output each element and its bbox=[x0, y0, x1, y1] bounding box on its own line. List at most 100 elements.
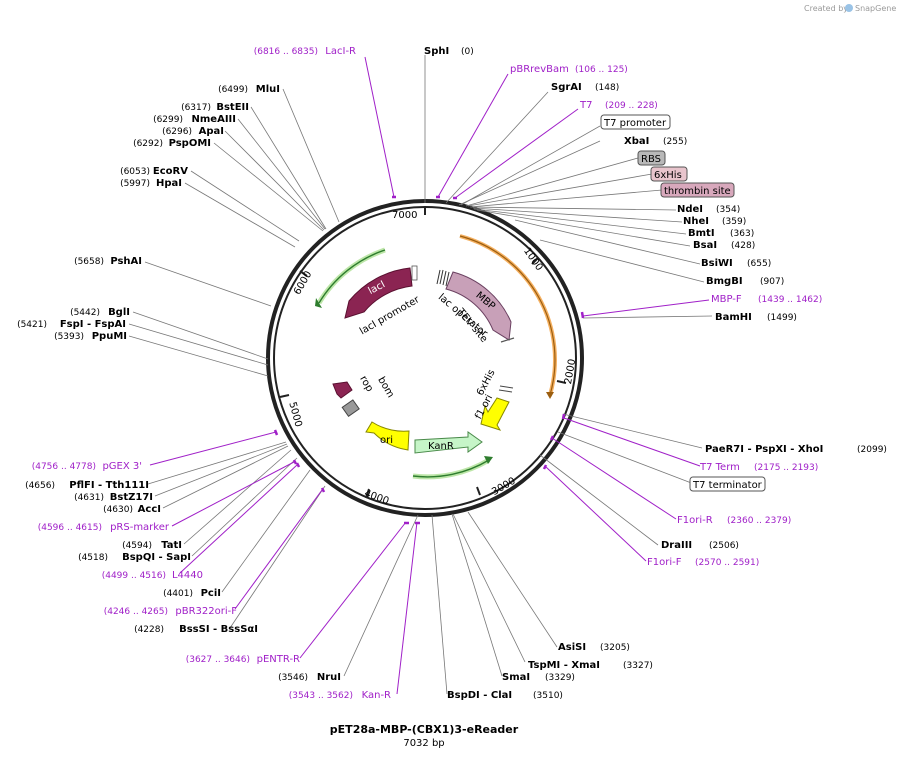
primer-T7-Term[interactable]: T7 Term bbox=[699, 462, 740, 473]
primer-pBRrevBam-range: (106 .. 125) bbox=[575, 65, 628, 75]
box-thrombin-site[interactable] bbox=[660, 182, 735, 198]
site-SphI-pos: (0) bbox=[461, 47, 474, 57]
site-BmtI[interactable]: BmtI bbox=[688, 228, 715, 239]
tick-7000: 7000 bbox=[392, 210, 417, 221]
site-MluI[interactable]: MluI bbox=[256, 84, 280, 95]
feature-ori-label: ori bbox=[380, 435, 393, 446]
site-HpaI-pos: (5997) bbox=[120, 179, 150, 189]
site-SgrAI-pos: (148) bbox=[595, 83, 619, 93]
site-SmaI[interactable]: SmaI bbox=[502, 672, 530, 683]
primer-F1ori-R-range: (2360 .. 2379) bbox=[727, 516, 791, 526]
primer-T7[interactable]: T7 bbox=[579, 100, 592, 111]
site-XhoI-pos: (2099) bbox=[857, 445, 887, 455]
site-XbaI[interactable]: XbaI bbox=[624, 136, 649, 147]
site-PspOMI[interactable]: PspOMI bbox=[169, 138, 211, 149]
site-BamHI[interactable]: BamHI bbox=[715, 312, 752, 323]
primer-LacI-R[interactable]: LacI-R bbox=[325, 46, 356, 57]
site-XhoI[interactable]: PaeR7I - PspXI - XhoI bbox=[705, 444, 823, 455]
site-TatI[interactable]: TatI bbox=[161, 540, 182, 551]
feature-KanR[interactable] bbox=[414, 431, 483, 454]
feature-rop-label: rop bbox=[357, 374, 375, 394]
site-SphI[interactable]: SphI bbox=[424, 46, 449, 57]
primer-pRS-marker[interactable]: pRS-marker bbox=[110, 522, 170, 533]
backbone-ticks bbox=[279, 206, 567, 499]
site-BglI[interactable]: BglI bbox=[108, 307, 130, 318]
site-AccI[interactable]: AccI bbox=[138, 504, 161, 515]
primer-MBP-F[interactable]: MBP-F bbox=[711, 294, 742, 305]
site-BsiWI[interactable]: BsiWI bbox=[701, 258, 733, 269]
tev-site-marker bbox=[500, 337, 515, 343]
site-BstZ17I[interactable]: BstZ17I bbox=[110, 492, 153, 503]
site-ClaI[interactable]: BspDI - ClaI bbox=[447, 690, 512, 701]
orf-arc-green-1-head bbox=[315, 298, 322, 308]
primer-pBR322ori-F[interactable]: pBR322ori-F bbox=[175, 606, 237, 617]
site-PpuMI[interactable]: PpuMI bbox=[92, 331, 127, 342]
primer-T7-range: (209 .. 228) bbox=[605, 101, 658, 111]
lac-operator-marker bbox=[436, 269, 450, 287]
box-6xHis[interactable] bbox=[650, 166, 688, 182]
site-PspOMI-pos: (6292) bbox=[133, 139, 163, 149]
site-BmgBI[interactable]: BmgBI bbox=[706, 276, 743, 287]
site-AsiSI[interactable]: AsiSI bbox=[558, 642, 586, 653]
box-T7-terminator[interactable] bbox=[689, 476, 766, 492]
box-6xHis-label: 6xHis bbox=[654, 170, 682, 181]
primer-connector-lines bbox=[149, 56, 710, 695]
site-BsaI-pos: (428) bbox=[731, 241, 755, 251]
6xhis-marker bbox=[498, 385, 514, 393]
site-PshAI-pos: (5658) bbox=[74, 257, 104, 267]
site-XmaI[interactable]: TspMI - XmaI bbox=[528, 660, 600, 671]
feature-bom[interactable] bbox=[341, 399, 360, 418]
orf-arc-green-1-line bbox=[318, 249, 386, 304]
primer-F1ori-F[interactable]: F1ori-F bbox=[647, 557, 682, 568]
site-NmeAIII[interactable]: NmeAIII bbox=[192, 114, 236, 125]
site-DraIII[interactable]: DraIII bbox=[661, 540, 692, 551]
site-PciI[interactable]: PciI bbox=[201, 588, 221, 599]
site-HpaI[interactable]: HpaI bbox=[156, 178, 182, 189]
site-BssSI[interactable]: BssSI - BssSαI bbox=[179, 624, 258, 635]
primer-pENTR-R[interactable]: pENTR-R bbox=[257, 654, 300, 665]
orf-arc-orange-line bbox=[459, 235, 556, 396]
site-MluI-pos: (6499) bbox=[218, 85, 248, 95]
feature-6xHis-label: 6xHis bbox=[475, 368, 498, 398]
primer-pBRrevBam[interactable]: pBRrevBam bbox=[510, 64, 569, 75]
primer-Kan-R[interactable]: Kan-R bbox=[362, 690, 391, 701]
primer-pGEX-3[interactable]: pGEX 3' bbox=[102, 461, 142, 472]
site-BsaI[interactable]: BsaI bbox=[693, 240, 717, 251]
site-TatI-pos: (4594) bbox=[122, 541, 152, 551]
feature-f1-ori[interactable] bbox=[480, 397, 510, 431]
site-ClaI-pos: (3510) bbox=[533, 691, 563, 701]
site-NdeI-pos: (354) bbox=[716, 205, 740, 215]
site-NdeI[interactable]: NdeI bbox=[677, 204, 703, 215]
site-SgrAI[interactable]: SgrAI bbox=[551, 82, 582, 93]
box-T7-promoter-label: T7 promoter bbox=[603, 118, 667, 129]
site-SapI[interactable]: BspQI - SapI bbox=[122, 552, 191, 563]
site-SapI-pos: (4518) bbox=[78, 553, 108, 563]
site-NmeAIII-pos: (6299) bbox=[153, 115, 183, 125]
site-ApaI[interactable]: ApaI bbox=[199, 126, 224, 137]
feature-rop[interactable] bbox=[332, 381, 353, 399]
site-NheI-pos: (359) bbox=[722, 217, 746, 227]
site-Tth111I[interactable]: PflFI - Tth111I bbox=[69, 480, 149, 491]
orf-arc-green-2-line bbox=[412, 459, 490, 478]
primer-L4440[interactable]: L4440 bbox=[172, 570, 203, 581]
primer-F1ori-F-range: (2570 .. 2591) bbox=[695, 558, 759, 568]
primer-pGEX-3-range: (4756 .. 4778) bbox=[32, 462, 96, 472]
feature-KanR-label: KanR bbox=[428, 441, 454, 452]
primer-F1ori-R[interactable]: F1ori-R bbox=[677, 515, 713, 526]
feature-lacI[interactable] bbox=[344, 267, 413, 319]
site-NheI[interactable]: NheI bbox=[683, 216, 709, 227]
box-T7-promoter[interactable] bbox=[600, 114, 671, 130]
primer-markers bbox=[273, 195, 585, 525]
site-EcoRV[interactable]: EcoRV bbox=[153, 166, 188, 177]
site-SmaI-pos: (3329) bbox=[545, 673, 575, 683]
site-NruI[interactable]: NruI bbox=[317, 672, 341, 683]
map-size: 7032 bp bbox=[403, 738, 444, 749]
feature-ori[interactable] bbox=[365, 421, 410, 451]
site-PshAI[interactable]: PshAI bbox=[110, 256, 142, 267]
site-FspAI[interactable]: FspI - FspAI bbox=[60, 319, 126, 330]
credit-text: Created by bbox=[804, 4, 848, 13]
tick-2000: 2000 bbox=[563, 358, 578, 385]
site-BstEII[interactable]: BstEII bbox=[216, 102, 249, 113]
box-RBS[interactable] bbox=[637, 150, 666, 166]
site-EcoRV-pos: (6053) bbox=[120, 167, 150, 177]
